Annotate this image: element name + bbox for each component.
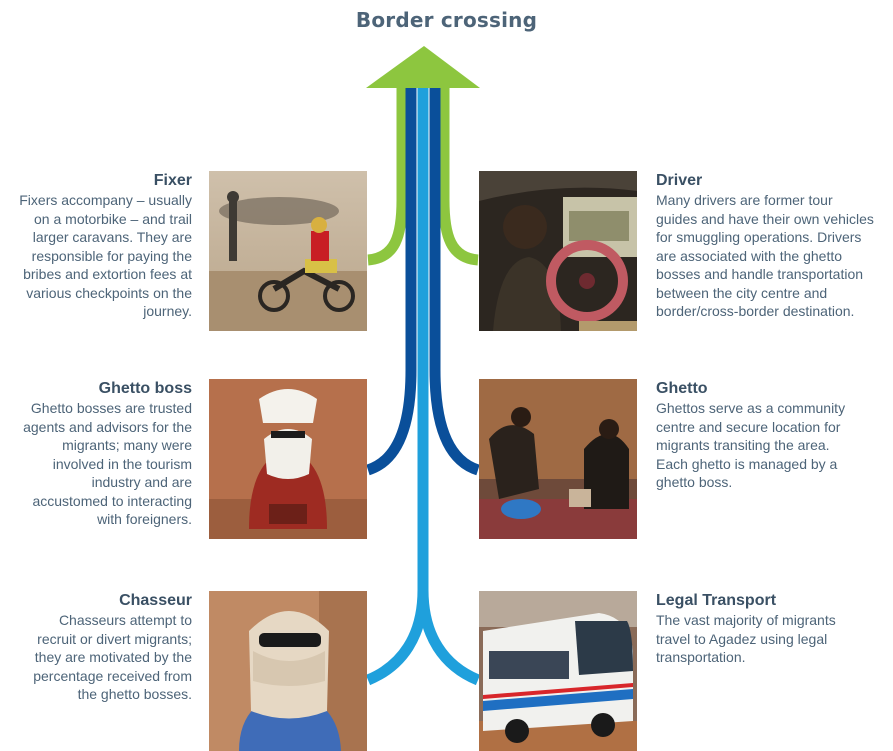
fixer-line: on a motorbike – and trail xyxy=(34,210,192,227)
legal-transport-description: Legal Transport The vast majority of mig… xyxy=(656,591,888,667)
driver-flow-line xyxy=(438,86,479,266)
ghetto-text: Ghettos serve as a community centre and … xyxy=(656,399,888,492)
ghetto-line: ghetto boss. xyxy=(656,474,733,490)
driver-line: bosses and handle transportation xyxy=(656,266,864,282)
fixer-line: bribes and extortion fees at xyxy=(23,266,192,282)
fixer-description: Fixer Fixers accompany – usually on a mo… xyxy=(10,171,192,321)
ghetto-boss-flow-line xyxy=(365,86,417,476)
fixer-line: responsible for paying the xyxy=(31,247,192,264)
fixer-line: various checkpoints on the xyxy=(26,284,192,301)
ghetto-description: Ghetto Ghettos serve as a community cent… xyxy=(656,379,888,492)
fixer-flow-line xyxy=(367,86,408,266)
driver-line: border/cross-border destination. xyxy=(656,303,855,319)
ghetto-boss-line: agents and advisors for the xyxy=(23,418,192,435)
driver-heading: Driver xyxy=(656,172,703,189)
fixer-photo xyxy=(209,171,367,331)
legal-transport-flow-line xyxy=(417,589,481,686)
ghetto-boss-line: with foreigners. xyxy=(97,511,192,527)
ghetto-boss-text: Ghetto bosses are trusted agents and adv… xyxy=(10,399,192,529)
chasseur-photo xyxy=(209,591,367,751)
ghetto-boss-photo xyxy=(209,379,367,539)
driver-photo xyxy=(479,171,637,331)
legal-transport-photo xyxy=(479,591,637,751)
fixer-line: larger caravans. They are xyxy=(32,229,192,245)
driver-line: Many drivers are former tour xyxy=(656,192,833,208)
driver-line: for smuggling operations. Drivers xyxy=(656,229,862,245)
ghetto-heading: Ghetto xyxy=(656,380,708,397)
ghetto-line: Each ghetto is managed by a xyxy=(656,455,838,472)
legal-transport-text: The vast majority of migrants travel to … xyxy=(656,611,888,667)
legal-transport-heading: Legal Transport xyxy=(656,592,777,609)
ghetto-boss-description: Ghetto boss Ghetto bosses are trusted ag… xyxy=(10,379,192,529)
chasseur-text: Chasseurs attempt to recruit or divert m… xyxy=(10,611,192,704)
ghetto-photo xyxy=(479,379,637,539)
chasseur-line: percentage received from xyxy=(33,667,192,684)
driver-text: Many drivers are former tour guides and … xyxy=(656,191,888,321)
ghetto-boss-line: accustomed to interacting xyxy=(32,492,192,509)
chasseur-description: Chasseur Chasseurs attempt to recruit or… xyxy=(10,591,192,704)
ghetto-line: centre and secure location for xyxy=(656,418,841,435)
driver-line: are associated with the ghetto xyxy=(656,247,843,264)
ghetto-boss-line: involved in the tourism xyxy=(52,455,192,472)
ghetto-boss-line: Ghetto bosses are trusted xyxy=(30,400,192,416)
legal-transport-line: travel to Agadez using legal xyxy=(656,630,828,647)
chasseur-line: they are motivated by the xyxy=(34,649,192,665)
arrowhead-icon xyxy=(366,46,480,88)
fixer-heading: Fixer xyxy=(153,172,192,189)
legal-transport-line: transportation. xyxy=(656,649,746,665)
chasseur-heading: Chasseur xyxy=(119,592,192,609)
fixer-line: Fixers accompany – usually xyxy=(19,192,192,208)
driver-line: between the city centre and xyxy=(656,284,828,301)
ghetto-boss-line: industry and are xyxy=(91,474,192,490)
diagram-title: Border crossing xyxy=(355,8,538,32)
driver-line: guides and have their own vehicles xyxy=(656,210,874,227)
driver-description: Driver Many drivers are former tour guid… xyxy=(656,171,888,321)
ghetto-flow-line xyxy=(429,86,481,476)
ghetto-line: Ghettos serve as a community xyxy=(656,400,846,416)
chasseur-line: recruit or divert migrants; xyxy=(37,630,192,647)
chasseur-line: the ghetto bosses. xyxy=(77,686,192,702)
ghetto-boss-line: migrants; many were xyxy=(62,437,192,453)
ghetto-line: migrants transiting the area. xyxy=(656,437,830,453)
fixer-line: journey. xyxy=(143,303,192,319)
chasseur-flow-line xyxy=(365,589,429,686)
chasseur-line: Chasseurs attempt to xyxy=(58,612,192,628)
ghetto-boss-heading: Ghetto boss xyxy=(98,380,192,397)
fixer-text: Fixers accompany – usually on a motorbik… xyxy=(10,191,192,321)
legal-transport-line: The vast majority of migrants xyxy=(656,612,836,628)
